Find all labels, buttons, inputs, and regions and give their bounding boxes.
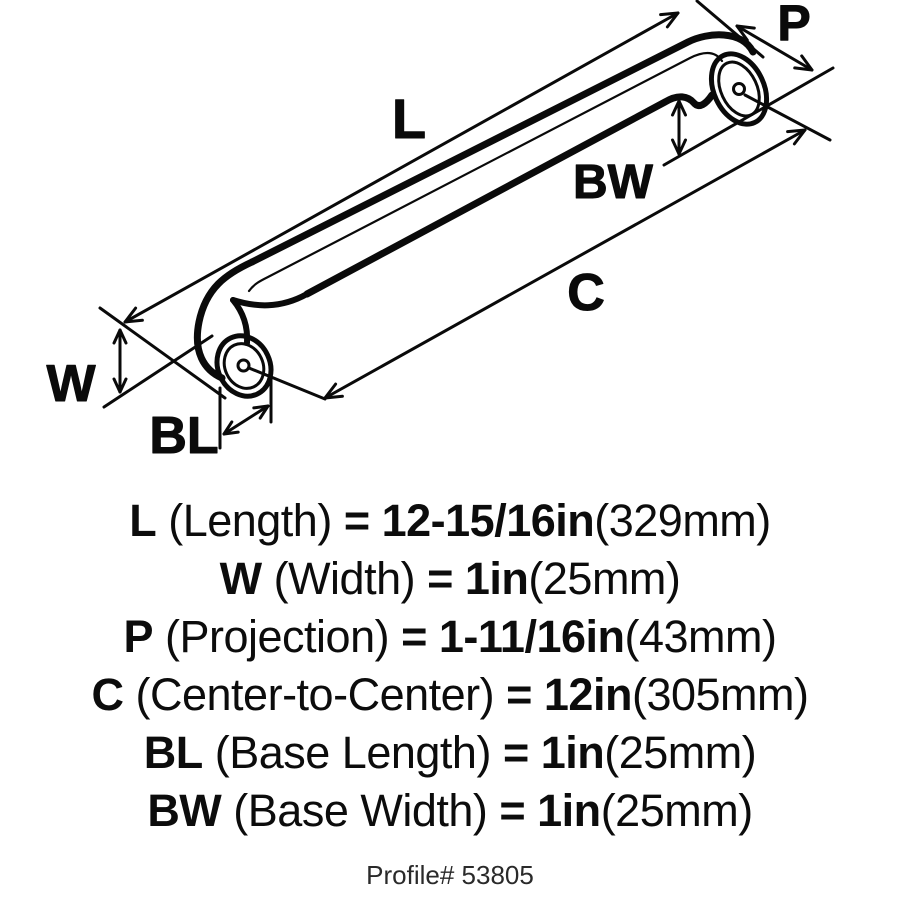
diagram-labels: L P BW C W BL: [46, 0, 811, 466]
arrowhead-w-bottom: [112, 377, 128, 394]
spec-line-projection: P (Projection) = 1-11/16in(43mm): [0, 608, 900, 666]
arrowhead-w-top: [112, 328, 128, 345]
spec-metric: (25mm): [600, 785, 754, 836]
tube-left-horn-upper: [230, 291, 310, 309]
label-center-to-center: C: [567, 264, 605, 322]
spec-value: = 12-15/16in: [343, 495, 595, 546]
spec-name: (Base Width): [221, 785, 500, 836]
arrowhead-l-right: [659, 11, 680, 29]
label-projection: P: [777, 0, 810, 51]
spec-code: P: [123, 611, 153, 662]
spec-line-width: W (Width) = 1in(25mm): [0, 550, 900, 608]
dim-line-base-length: [222, 404, 270, 436]
spec-metric: (43mm): [624, 611, 778, 662]
spec-code: BW: [147, 785, 222, 836]
spec-code: C: [91, 669, 125, 720]
spec-name: (Projection): [153, 611, 402, 662]
spec-line-center-to-center: C (Center-to-Center) = 12in(305mm): [0, 666, 900, 724]
arrowhead-bw-top: [671, 99, 687, 117]
arrowhead-p-upper: [735, 24, 756, 42]
spec-code: L: [129, 495, 157, 546]
spec-metric: (305mm): [631, 669, 809, 720]
label-width: W: [46, 355, 96, 413]
dim-line-base-width: [671, 99, 687, 156]
spec-metric: (25mm): [528, 553, 681, 604]
spec-value: = 1-11/16in: [401, 611, 625, 662]
spec-value: = 1in: [502, 727, 605, 778]
ext-left-lower: [102, 334, 214, 409]
right-screw-hole: [732, 82, 746, 96]
spec-line-base-width: BW (Base Width) = 1in(25mm): [0, 782, 900, 840]
left-screw-hole: [236, 358, 251, 373]
dim-line-width: [112, 328, 128, 394]
label-base-width: BW: [573, 156, 654, 209]
tube-left-horn-lower: [230, 297, 251, 346]
dim-line-length: [123, 11, 680, 324]
right-base-inner-ring: [717, 60, 761, 118]
spec-code: W: [219, 553, 262, 604]
label-base-length: BL: [149, 407, 218, 465]
tube-top-edge: [248, 31, 757, 266]
arrowhead-bl-left: [222, 420, 240, 436]
dim-line-projection: [735, 24, 814, 72]
spec-value: = 1in: [427, 553, 529, 604]
left-base-inner-ring: [222, 342, 266, 390]
arrowhead-bw-bottom: [671, 138, 687, 156]
spec-line-base-length: BL (Base Length) = 1in(25mm): [0, 724, 900, 782]
tube-bottom-edge: [303, 91, 716, 298]
right-base-outer-ring: [708, 51, 770, 127]
ext-left-center: [247, 366, 327, 401]
spec-value: = 1in: [499, 785, 601, 836]
arrowhead-c-right: [786, 128, 807, 146]
spec-line-length: L (Length) = 12-15/16in(329mm): [0, 492, 900, 550]
ext-left-upper: [98, 306, 227, 400]
handle-body: [193, 31, 770, 399]
spec-name: (Length): [156, 495, 344, 546]
handle-technical-drawing: L P BW C W BL: [46, 0, 835, 466]
right-base: [708, 51, 770, 127]
spec-metric: (329mm): [594, 495, 771, 546]
arrowhead-l-left: [123, 306, 144, 324]
tube-highlight-line: [247, 51, 724, 293]
spec-name: (Center-to-Center): [123, 669, 507, 720]
arrowhead-bl-right: [252, 404, 270, 420]
spec-name: (Width): [261, 553, 428, 604]
label-length: L: [392, 87, 426, 150]
tube-left-curl: [193, 258, 256, 382]
spec-code: BL: [143, 727, 204, 778]
profile-number: Profile# 53805: [366, 860, 534, 890]
arrowhead-p-lower: [793, 54, 814, 72]
spec-block: L (Length) = 12-15/16in(329mm) W (Width)…: [0, 492, 900, 840]
spec-metric: (25mm): [604, 727, 757, 778]
spec-name: (Base Length): [202, 727, 503, 778]
spec-value: = 12in: [506, 669, 632, 720]
dimension-lines: [98, 0, 835, 450]
handle-tube: [193, 31, 757, 382]
